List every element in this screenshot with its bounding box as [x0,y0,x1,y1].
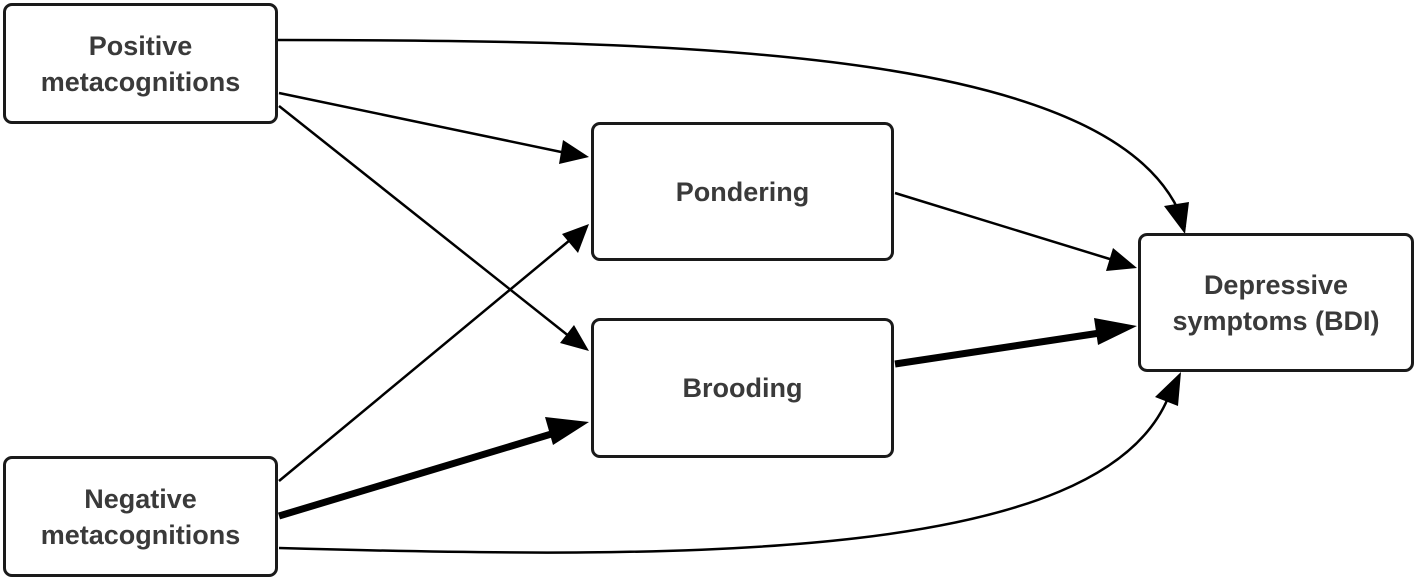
edge-pondering-to-depressive [894,191,1114,262]
arrowhead-positive-to-brooding [560,325,589,351]
node-label: Depressive symptoms (BDI) [1172,269,1380,336]
node-negative-metacognitions: Negative metacognitions [3,456,278,577]
node-label: Brooding [682,373,803,403]
node-label: Pondering [675,176,810,207]
edge-negative-to-pondering [278,239,571,482]
arrowhead-negative-to-depressive [1155,372,1181,406]
arrowhead-negative-to-pondering [562,224,589,253]
edge-positive-to-pondering [278,91,567,155]
node-label: Positive metacognitions [40,30,241,97]
node-depressive-symptoms: Depressive symptoms (BDI) [1138,233,1414,372]
edge-positive-to-depressive [277,38,1187,228]
arrowhead-brooding-to-depressive [1094,318,1137,345]
edge-positive-to-brooding [278,105,571,338]
edge-negative-to-depressive [278,397,1170,554]
arrowhead-negative-to-brooding [545,417,589,445]
arrowhead-positive-to-pondering [559,140,589,164]
arrowhead-pondering-to-depressive [1106,248,1137,271]
node-label: Negative metacognitions [40,483,241,550]
edge-negative-to-brooding [277,428,560,520]
node-positive-metacognitions: Positive metacognitions [3,3,278,124]
arrowhead-positive-to-depressive [1164,202,1189,234]
edge-brooding-to-depressive [894,329,1101,368]
node-pondering: Pondering [591,122,894,261]
node-brooding: Brooding [591,318,894,458]
